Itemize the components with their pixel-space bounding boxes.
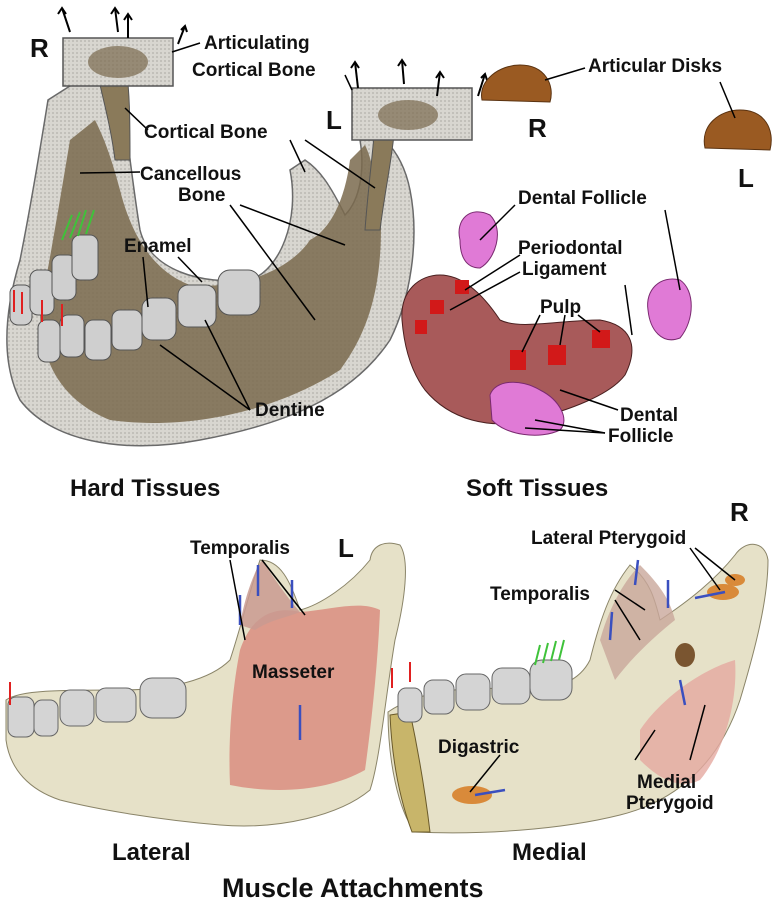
medial-force-arrows-blue (474, 559, 726, 797)
dental-label-line1: Dental (620, 405, 679, 426)
disk-left (703, 109, 772, 151)
masseter-region (229, 605, 380, 790)
teeth-row (9, 234, 261, 363)
masseter-label: Masseter (252, 662, 335, 683)
soft-tissue-arch (401, 274, 633, 425)
mandibular-foramen (675, 643, 695, 667)
soft-tissues-title: Soft Tissues (466, 475, 609, 502)
medial-force-arrows-red (391, 662, 411, 688)
medial-temporalis-label: Temporalis (490, 584, 590, 605)
follicle-top-left (458, 211, 498, 269)
dental-follicle-top-label: Dental Follicle (518, 188, 647, 209)
periodontal-label-line2: Ligament (522, 259, 607, 280)
middle-side-left-label: L (326, 105, 342, 135)
periodontal-label-line1: Periodontal (518, 238, 623, 259)
muscle-attachments-title: Muscle Attachments (222, 873, 484, 903)
cortical-bone-top-label: Cortical Bone (192, 60, 316, 81)
hard-tissues-title: Hard Tissues (70, 475, 221, 502)
disk-right (481, 64, 552, 103)
hard-side-right-label: R (30, 33, 49, 63)
medial-side-label: R (730, 497, 749, 527)
force-arrows-black (57, 6, 488, 97)
pulp-label: Pulp (540, 297, 582, 318)
cancellous-label-line2: Bone (178, 185, 226, 206)
lateral-pterygoid-label: Lateral Pterygoid (531, 528, 687, 549)
lateral-teeth (7, 677, 187, 738)
hard-tissues-mandible (6, 6, 488, 447)
cortical-bone-label: Cortical Bone (144, 122, 268, 143)
dentine-label: Dentine (255, 400, 325, 421)
lateral-force-arrows (238, 565, 302, 740)
force-arrows-red (13, 290, 63, 326)
lateral-leader-lines (229, 559, 306, 641)
cut-section (389, 711, 431, 833)
lateral-mandible (5, 542, 406, 827)
articular-disks-label: Articular Disks (588, 56, 723, 77)
medial-pterygoid-region (640, 660, 736, 784)
left-condyle (364, 124, 396, 231)
digastric-label: Digastric (438, 737, 520, 758)
hard-leader-lines (79, 42, 376, 411)
lateral-side-label: L (338, 533, 354, 563)
middle-side-left2-label: L (738, 163, 754, 193)
soft-tissues-model (401, 204, 692, 436)
medial-mandible (387, 543, 769, 834)
medial-pterygoid-label-line1: Medial (637, 772, 697, 793)
cancellous-label-line1: Cancellous (140, 164, 242, 185)
medial-force-arrows-green (534, 639, 565, 666)
medial-teeth (397, 659, 573, 723)
enamel-label: Enamel (124, 236, 192, 257)
articular-disks (481, 64, 772, 151)
middle-side-right-label: R (528, 113, 547, 143)
medial-leader-lines (469, 547, 736, 793)
dental-label-line2: Follicle (608, 426, 674, 447)
medial-pterygoid-label-line2: Pterygoid (626, 793, 714, 814)
articulating-label: Articulating (204, 33, 310, 54)
lateral-title: Lateral (112, 839, 191, 866)
digastric-region (452, 786, 492, 804)
medial-title: Medial (512, 839, 587, 866)
soft-leader-lines (449, 204, 681, 434)
temporalis-region-medial (600, 565, 675, 680)
force-arrows-green (61, 209, 95, 241)
temporalis-region-lateral (240, 560, 300, 630)
follicle-right (647, 278, 692, 341)
lateral-temporalis-label: Temporalis (190, 538, 290, 559)
